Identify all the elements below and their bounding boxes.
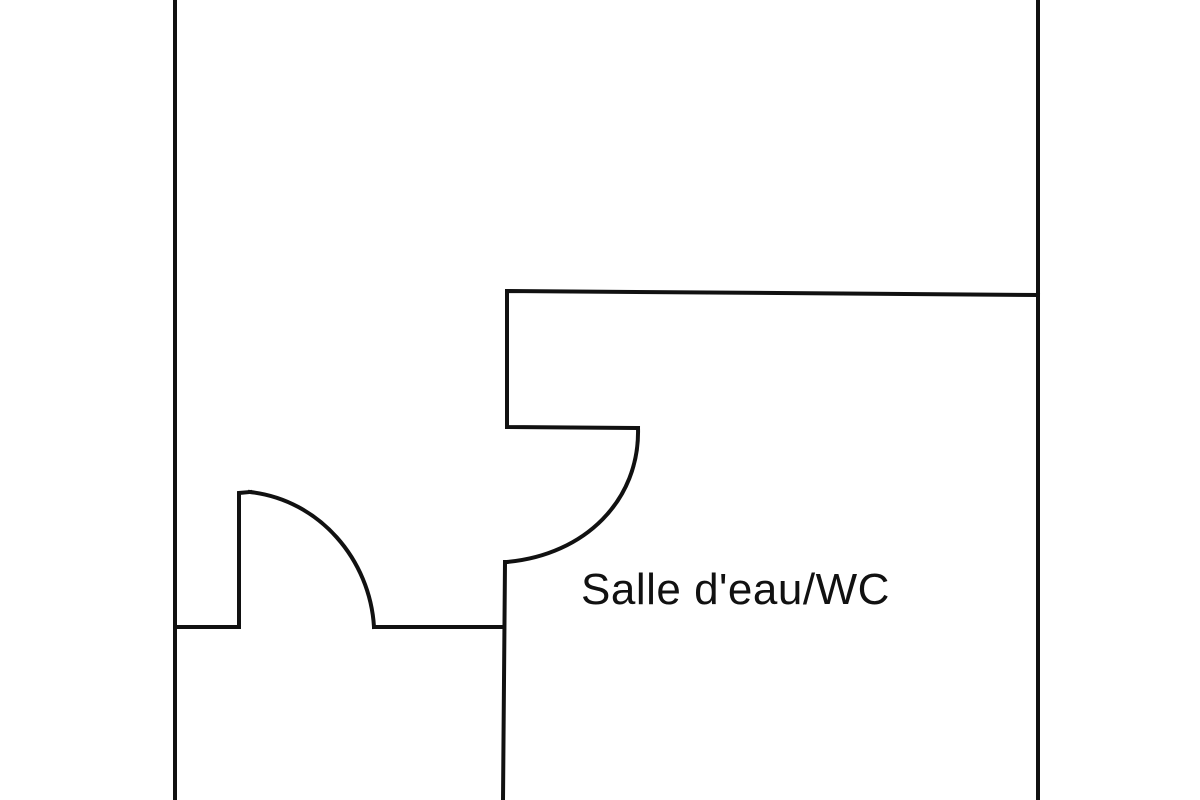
corridor-wall-left-segment [173,489,253,629]
left-door-arc [247,489,377,630]
bathroom-wall-top [505,288,1041,431]
bathroom-wall-left [500,559,508,800]
room-label-salle-d-eau-wc: Salle d'eau/WC [581,565,890,614]
bathroom-door-arc [504,425,641,565]
